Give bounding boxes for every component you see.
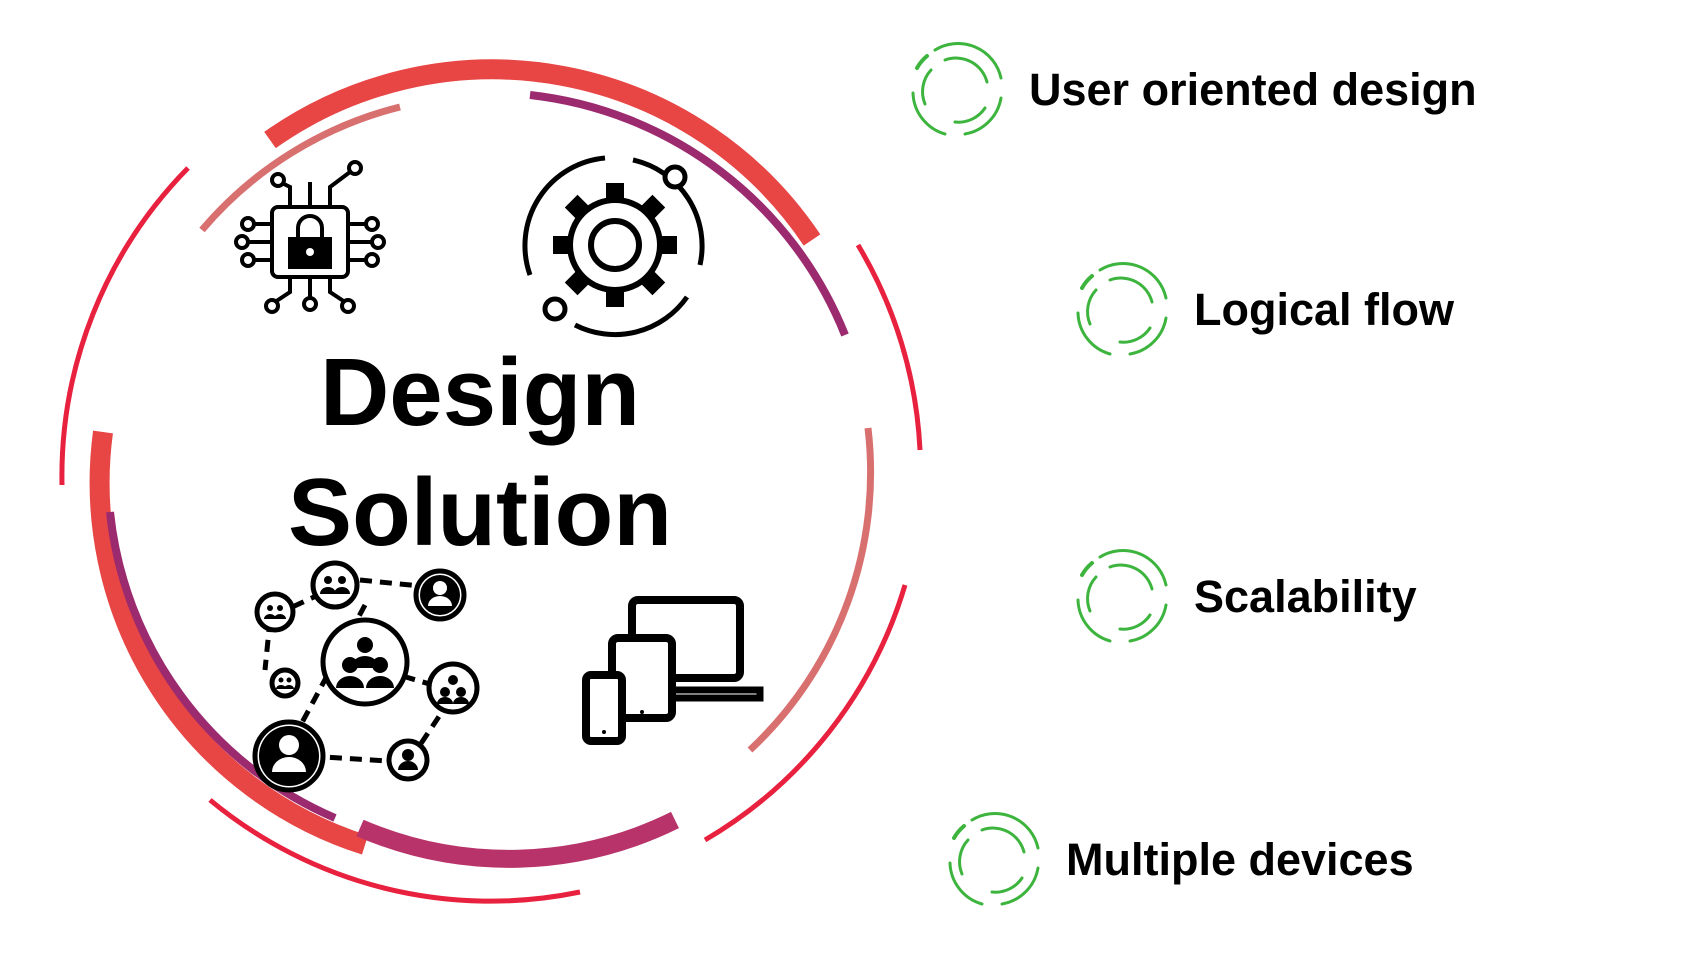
feature-label: User oriented design [1029,64,1477,115]
green-ring-icon [948,812,1040,906]
feature-label: Scalability [1194,571,1417,622]
ring-arc-bottom-purple [356,811,679,868]
green-ring-icon [911,42,1003,136]
center-title-line1: Design [319,339,641,446]
ring-arc-right-thin [855,243,923,451]
decorative-ring [59,59,923,904]
ring-arc-left-thick [89,430,369,855]
circuit-lock-icon [234,160,386,314]
ring-arc-bottom-thin [208,798,581,904]
ring-arc-top-thick [264,59,821,246]
feature-label: Logical flow [1194,284,1455,335]
ring-arc-bottom-right-thin [703,584,908,843]
ring-arc-left-thin [59,166,190,486]
center-title-line2: Solution [288,459,672,566]
people-network-icon [252,560,480,793]
green-ring-icon [1076,549,1168,643]
ring-arc-top-purple [529,91,849,337]
feature-user-oriented-design: User oriented design [905,38,1477,142]
feature-logical-flow: Logical flow [1070,258,1454,362]
ring-arc-right-salmon [747,427,875,753]
feature-multiple-devices: Multiple devices [942,808,1414,912]
multi-device-icon [582,596,764,745]
green-ring-icon [1076,262,1168,356]
feature-scalability: Scalability [1070,545,1417,649]
feature-label: Multiple devices [1066,834,1414,885]
ring-arc-top-left [199,103,401,233]
gear-orbit-icon [522,155,705,338]
